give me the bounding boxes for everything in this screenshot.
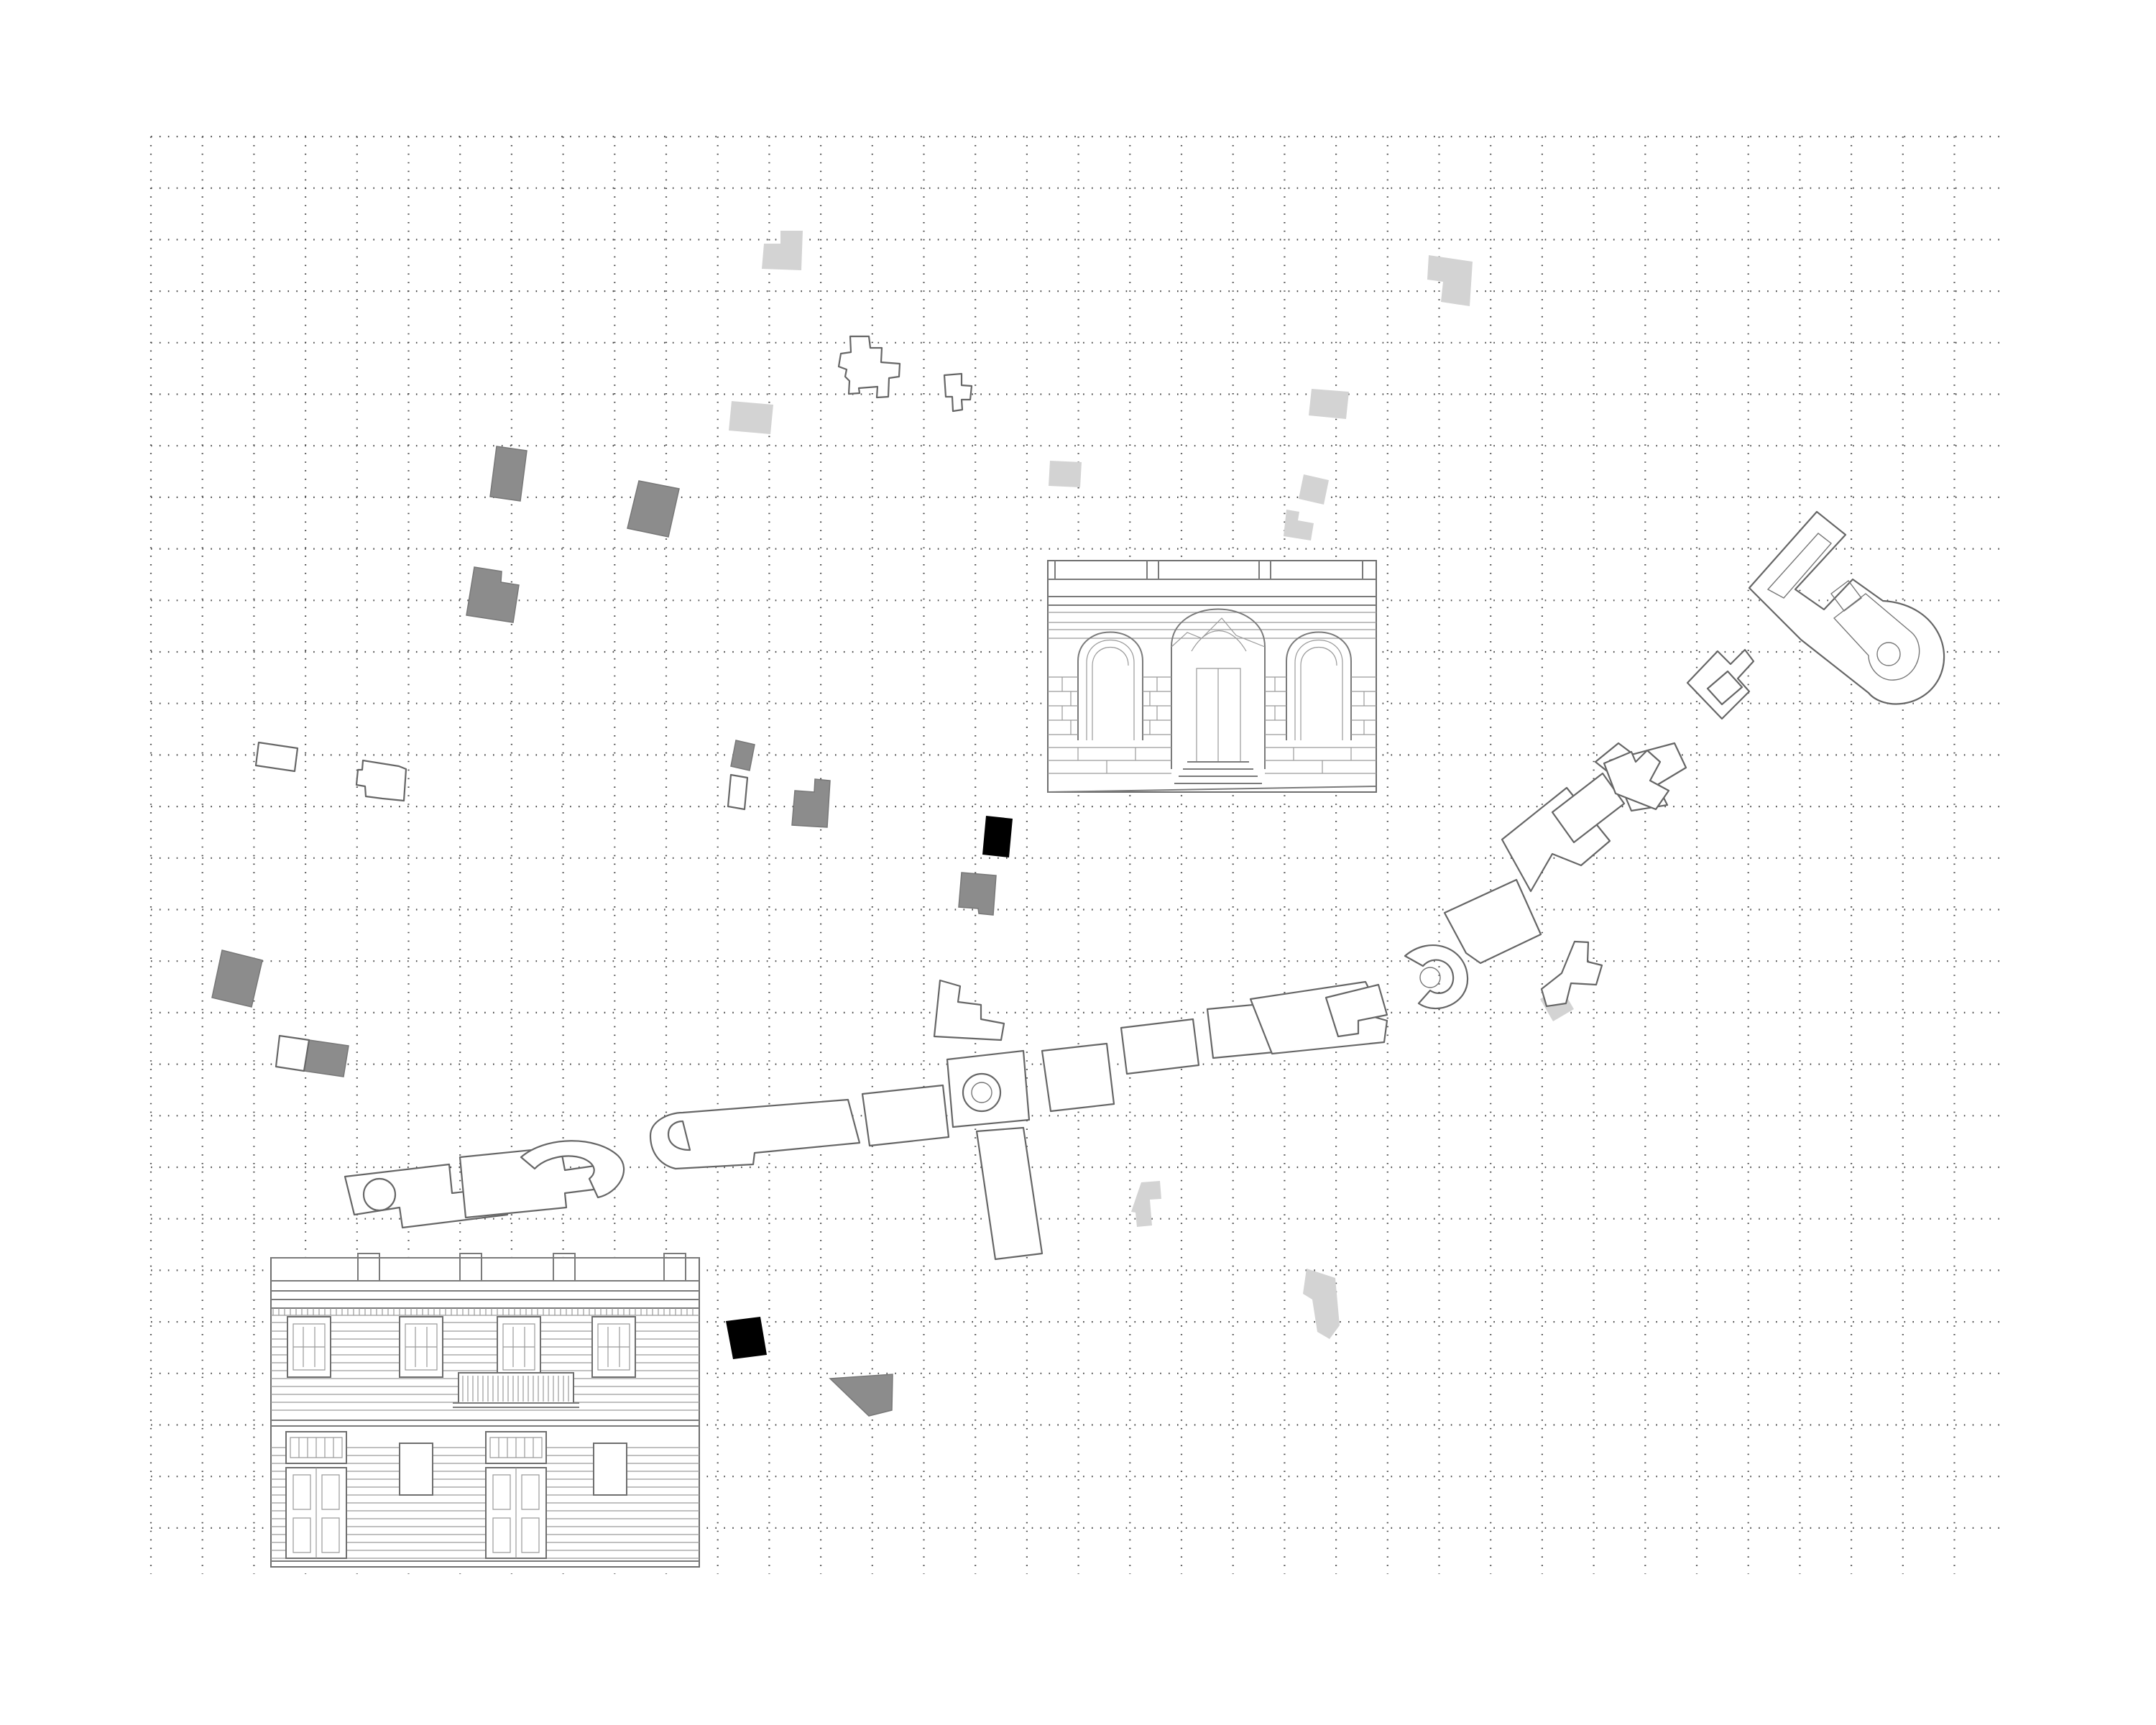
plan-chain-segment-13 bbox=[1443, 878, 1542, 965]
footprint-outline-9 bbox=[1540, 940, 1603, 1008]
footprint-outline-3 bbox=[254, 741, 299, 773]
plan-chain-segment-9 bbox=[1120, 1018, 1200, 1075]
plan-chain-segment-8 bbox=[1041, 1042, 1115, 1113]
terrace-balcony-base bbox=[453, 1402, 579, 1408]
terrace-balcony-rail bbox=[458, 1372, 574, 1404]
terrace-elevation bbox=[270, 1253, 700, 1568]
arched-facade-door-panels bbox=[1171, 617, 1266, 762]
arched-facade-parapet bbox=[1048, 561, 1376, 606]
arched-facade-right-arch bbox=[1286, 631, 1352, 740]
footprint-light-5 bbox=[1049, 461, 1082, 487]
footprint-outline-1 bbox=[837, 335, 901, 399]
footprint-light-7 bbox=[1284, 510, 1314, 540]
footprint-outline-6 bbox=[275, 1034, 310, 1072]
terrace-lower-window bbox=[399, 1443, 433, 1496]
plan-chain-segment-5 bbox=[667, 1120, 691, 1151]
plan-u-shaped-round-room bbox=[1876, 642, 1901, 666]
plan-u-shape bbox=[1748, 510, 1945, 705]
terrace-door-panels bbox=[292, 1468, 340, 1558]
terrace-lower-openings bbox=[285, 1431, 627, 1559]
plan-round-room-1 bbox=[362, 1177, 397, 1212]
terrace-balcony-balusters bbox=[462, 1376, 569, 1402]
terrace-door-panels bbox=[492, 1468, 540, 1558]
terrace-upper-window-shutters bbox=[597, 1323, 630, 1371]
footprint-outline-4 bbox=[355, 759, 407, 802]
terrace-cornice-dentils bbox=[271, 1308, 699, 1323]
footprint-light-9 bbox=[1303, 1269, 1340, 1339]
terrace-parapet bbox=[271, 1253, 699, 1309]
plan-chain-right bbox=[1404, 648, 1755, 1010]
plan-chain-segment-4 bbox=[649, 1098, 861, 1170]
arched-facade-steps bbox=[1174, 761, 1262, 784]
arched-facade-central-door bbox=[1171, 608, 1266, 769]
footprint-mid-6 bbox=[958, 872, 997, 916]
terrace-fanlight-glazing bbox=[290, 1437, 343, 1458]
plan-chain-segment-15 bbox=[1551, 772, 1626, 844]
plan-u-shaped-courtyard bbox=[1833, 593, 1920, 681]
outline-footprints bbox=[254, 335, 1603, 1261]
plan-chain-segment-20 bbox=[1706, 670, 1743, 706]
terrace-lower-window bbox=[593, 1443, 627, 1496]
arched-facade-right-arch-inner bbox=[1294, 640, 1343, 740]
plan-round-room-3 bbox=[1404, 944, 1469, 1010]
footprint-light-4 bbox=[1309, 389, 1349, 419]
terrace-upper-windows bbox=[287, 1316, 636, 1378]
plan-round-room-2-inner bbox=[971, 1082, 992, 1103]
plan-chain-segment-12 bbox=[1325, 983, 1388, 1038]
footprint-mid-3 bbox=[466, 566, 520, 623]
dark-footprints bbox=[726, 816, 1013, 1359]
plan-chain-segment-6 bbox=[861, 1084, 950, 1147]
mid-footprints bbox=[211, 446, 997, 1417]
footprint-outline-2 bbox=[943, 372, 973, 413]
footprint-dark-1 bbox=[982, 816, 1013, 857]
terrace-fanlight-glazing bbox=[489, 1437, 543, 1458]
footprint-dark-2 bbox=[726, 1317, 767, 1359]
plan-round-room-2 bbox=[962, 1072, 1002, 1113]
plan-round-room-3-inner bbox=[1419, 967, 1441, 988]
footprint-outline-5 bbox=[727, 773, 749, 811]
arched-facade-brickwork bbox=[1048, 676, 1376, 774]
footprint-mid-8 bbox=[303, 1039, 349, 1077]
terrace-balcony bbox=[453, 1372, 579, 1408]
terrace-string-course bbox=[271, 1420, 699, 1427]
footprint-mid-9 bbox=[829, 1374, 893, 1417]
footprint-outline-7 bbox=[975, 1126, 1044, 1261]
footprint-outline-8 bbox=[933, 979, 1005, 1041]
terrace-upper-window-shutters bbox=[405, 1323, 438, 1371]
footprint-mid-1 bbox=[489, 446, 528, 502]
arched-facade-left-arch bbox=[1077, 631, 1143, 740]
footprint-light-3 bbox=[729, 401, 773, 434]
light-footprints bbox=[729, 231, 1574, 1339]
footprint-mid-2 bbox=[627, 480, 680, 538]
footprint-light-1 bbox=[762, 231, 803, 270]
arched-facade-cornice bbox=[1048, 612, 1376, 639]
terrace-upper-window-shutters bbox=[502, 1323, 535, 1371]
footprint-light-8 bbox=[1131, 1181, 1161, 1227]
arched-facade-frame bbox=[1047, 560, 1377, 793]
plan-chain-segment-3 bbox=[520, 1140, 625, 1199]
plan-u-shaped-block-inner bbox=[1766, 533, 1833, 599]
footprint-light-6 bbox=[1299, 474, 1329, 505]
terrace-upper-window-shutters bbox=[292, 1323, 326, 1371]
arched-facade-elevation bbox=[1047, 560, 1377, 793]
arched-facade-left-arch-inner bbox=[1086, 640, 1135, 740]
plan-u-shaped-inner-room bbox=[1830, 580, 1862, 612]
footprint-mid-7 bbox=[211, 949, 263, 1008]
footprint-light-2 bbox=[1427, 255, 1473, 306]
footprint-mid-5 bbox=[791, 778, 831, 828]
footprint-mid-4 bbox=[730, 740, 755, 771]
plan-chain-segment-18 bbox=[1603, 749, 1670, 811]
arched-facade-ground bbox=[1047, 786, 1377, 793]
plan-chain-left bbox=[344, 980, 1388, 1229]
